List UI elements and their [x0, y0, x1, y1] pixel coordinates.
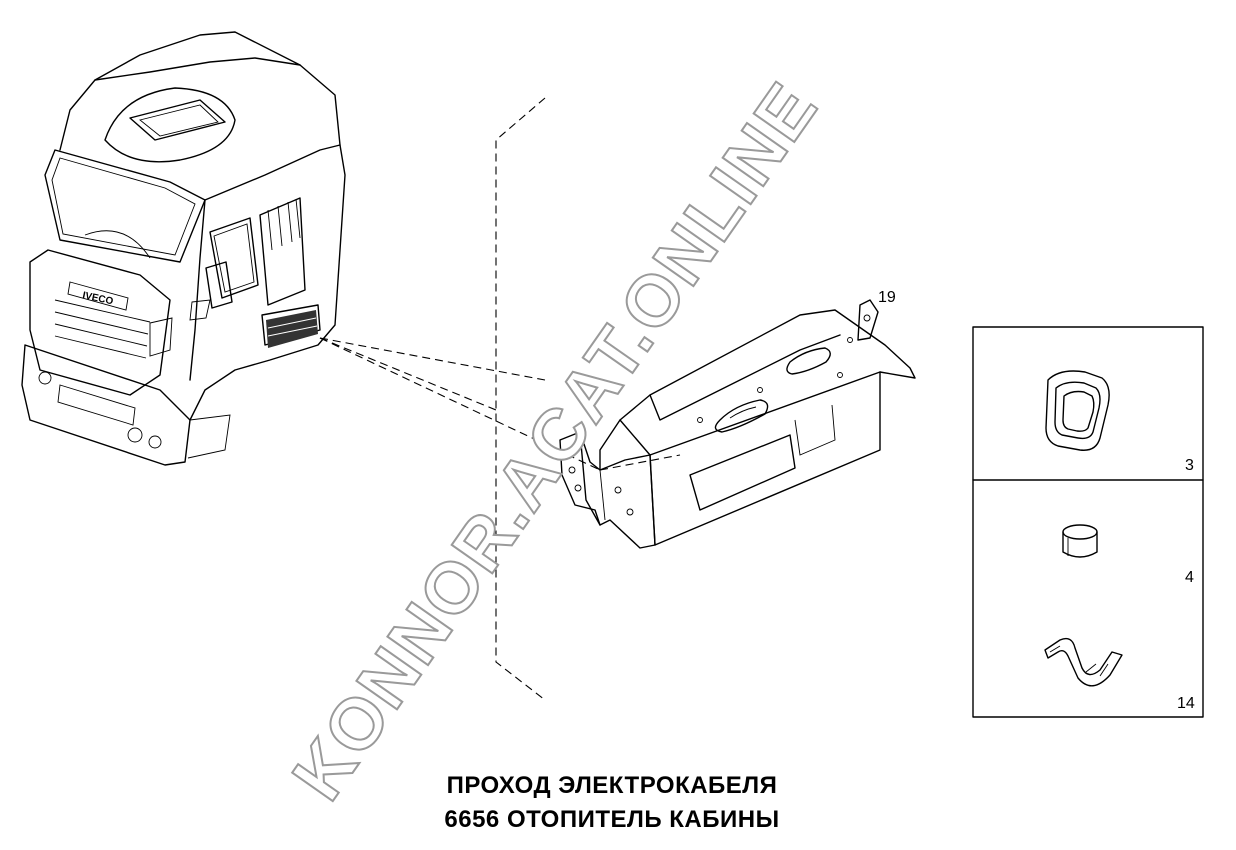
- heater-bracket-part: 19: [559, 289, 916, 549]
- leader-lines: [319, 97, 601, 701]
- cable-tie-part: 14: [1044, 637, 1195, 712]
- parts-legend-box: [972, 326, 1204, 718]
- diagram-title-line-1: ПРОХОД ЭЛЕКТРОКАБЕЛЯ: [446, 772, 778, 799]
- callout-3: 3: [1185, 457, 1194, 474]
- grommet-part: 3: [1045, 370, 1194, 474]
- diagram-title-line-2: 6656 ОТОПИТЕЛЬ КАБИНЫ: [444, 806, 780, 833]
- callout-14: 14: [1177, 695, 1195, 712]
- cable-passage-area: [266, 310, 318, 348]
- truck-cab-illustration: IVECO: [21, 31, 346, 466]
- watermark: KONNOR.ACAT.ONLINE: [278, 68, 834, 814]
- callout-19: 19: [878, 289, 896, 306]
- plug-part: 4: [1062, 524, 1194, 586]
- callout-4: 4: [1185, 569, 1194, 586]
